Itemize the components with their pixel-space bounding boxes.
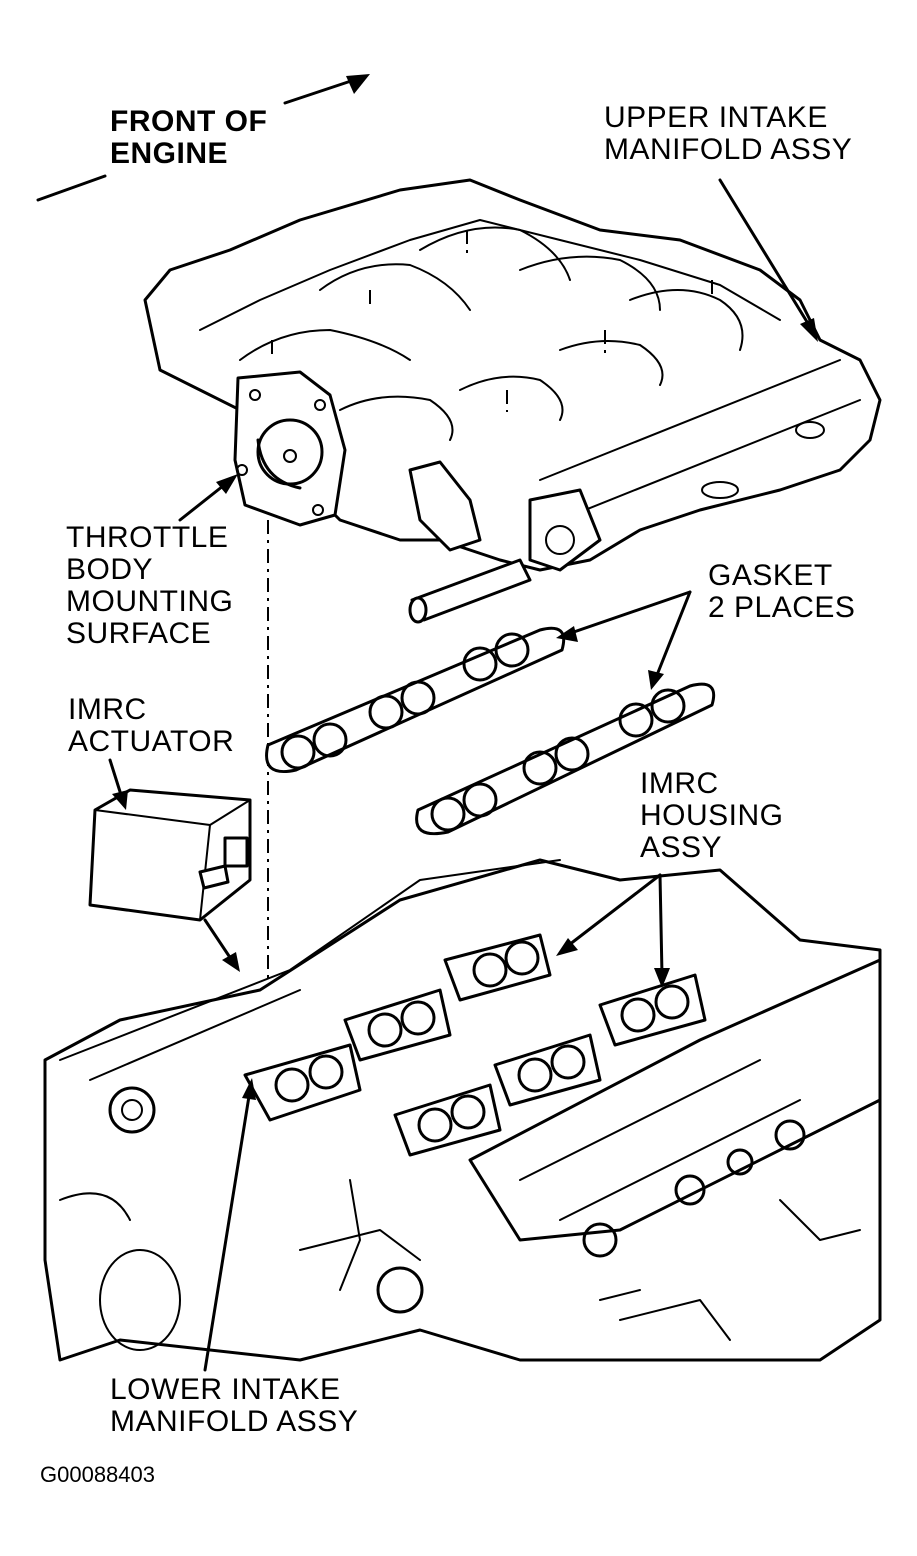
front-of-engine-line-1: FRONT OF	[110, 105, 268, 138]
throttle-body-line-4: SURFACE	[66, 617, 212, 650]
throttle-body-label: THROTTLE BODY MOUNTING SURFACE	[66, 522, 233, 650]
lower-intake-line-2: MANIFOLD ASSY	[110, 1405, 359, 1438]
figure-id: G00088403	[40, 1462, 155, 1487]
gasket-line-2: 2 PLACES	[708, 591, 856, 624]
imrc-actuator-line-1: IMRC	[68, 693, 147, 726]
throttle-body-line-3: MOUNTING	[66, 585, 234, 618]
leader-gasket	[556, 590, 692, 690]
front-of-engine-arrow	[36, 74, 370, 202]
leader-upper-intake	[718, 178, 818, 342]
gasket-line-1: GASKET	[708, 559, 833, 592]
leader-imrc-actuator	[108, 758, 128, 810]
imrc-housing-line-2: HOUSING	[640, 799, 784, 832]
front-of-engine-label: FRONT OF ENGINE	[110, 106, 267, 170]
upper-intake-label: UPPER INTAKE MANIFOLD ASSY	[604, 102, 852, 166]
lower-intake-label: LOWER INTAKE MANIFOLD ASSY	[110, 1374, 358, 1438]
gasket-label: GASKET 2 PLACES	[708, 560, 855, 624]
lower-intake-and-engine	[43, 858, 882, 1362]
imrc-actuator-line-2: ACTUATOR	[68, 725, 235, 758]
imrc-actuator-label: IMRC ACTUATOR	[68, 694, 234, 758]
lower-intake-line-1: LOWER INTAKE	[110, 1373, 341, 1406]
imrc-housing-line-1: IMRC	[640, 767, 719, 800]
upper-intake-line-1: UPPER INTAKE	[604, 101, 828, 134]
throttle-body-line-2: BODY	[66, 553, 154, 586]
leader-actuator-to-engine	[203, 918, 240, 972]
leader-throttle-body	[178, 474, 238, 522]
imrc-actuator	[88, 788, 252, 922]
gasket-upper	[265, 626, 566, 773]
leader-imrc-housing	[556, 873, 670, 988]
imrc-housing-line-3: ASSY	[640, 831, 723, 864]
gasket-lower	[415, 682, 716, 836]
throttle-body-line-1: THROTTLE	[66, 521, 229, 554]
upper-intake-manifold	[143, 178, 882, 624]
leader-lower-intake	[203, 1078, 256, 1372]
imrc-housing-label: IMRC HOUSING ASSY	[640, 768, 784, 864]
front-of-engine-line-2: ENGINE	[110, 137, 229, 170]
upper-intake-line-2: MANIFOLD ASSY	[604, 133, 853, 166]
